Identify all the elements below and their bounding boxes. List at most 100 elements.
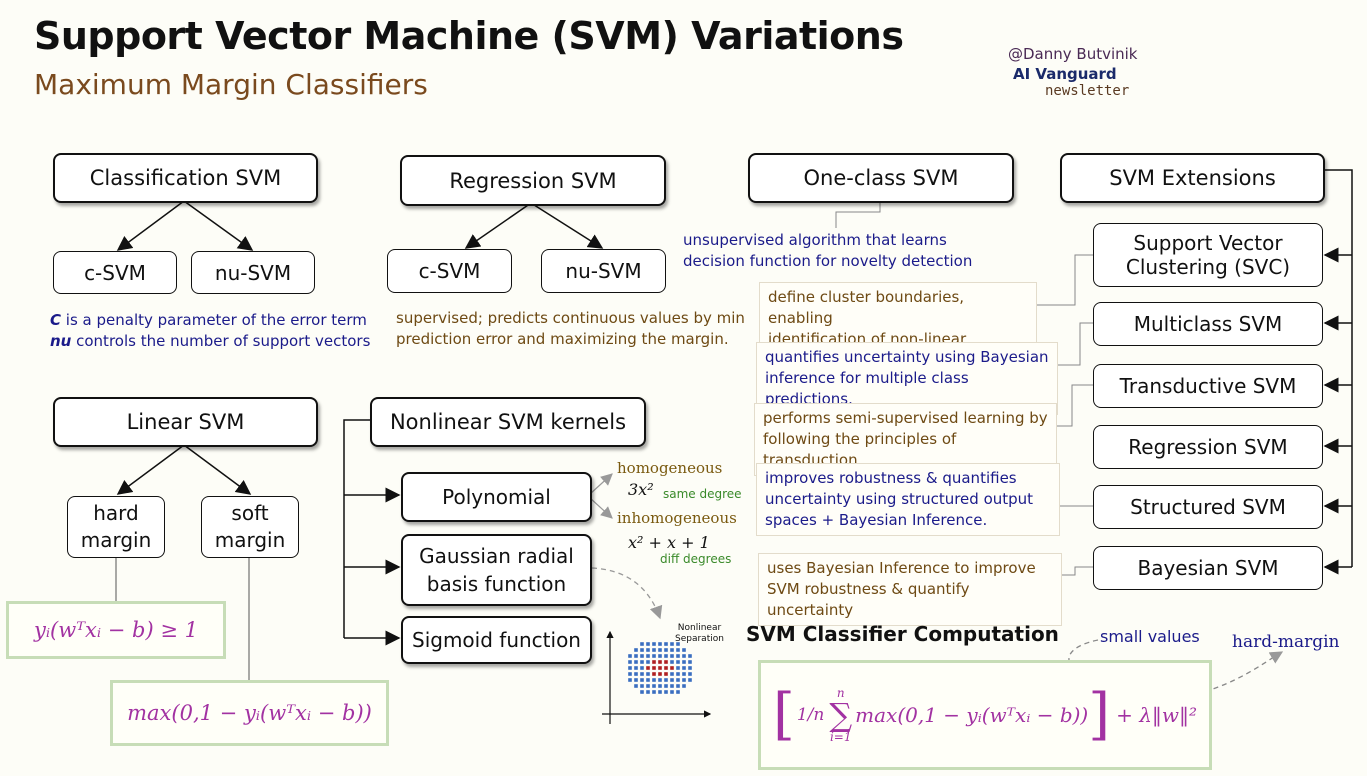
extensions-bracket [1323,169,1353,567]
oneclass-note-line2: decision function for novelty detection [683,252,973,270]
plot-point-outer [640,654,644,658]
plot-point-outer [670,690,674,694]
plot-point-outer [652,642,656,646]
plot-point-outer [634,684,638,688]
ext-svc-desc-line1: define cluster boundaries, enabling [768,288,965,327]
ext-structured-desc-line3: spaces + Bayesian Inference. [765,511,988,529]
ext-regression-box: Regression SVM [1093,425,1323,469]
plot-point-inner [652,660,656,664]
arrow-classification-nusvm [183,200,254,251]
nonlinear-separation-line1: Nonlinear [677,623,722,633]
plot-point-outer [646,690,650,694]
soft-margin-line2: margin [214,528,286,552]
plot-point-inner [658,660,662,664]
plot-point-outer [640,642,644,646]
classification-svm-box: Classification SVM [53,153,318,203]
ext-svc-label-line2: Clustering (SVC) [1125,255,1291,279]
ext-svc-box: Support Vector Clustering (SVC) [1093,223,1323,287]
ext-structured-box: Structured SVM [1093,485,1323,529]
plot-point-inner [670,666,674,670]
classification-nusvm-box: nu-SVM [191,251,315,294]
plot-point-outer [658,642,662,646]
plot-point-inner [664,672,668,676]
fraction-text: 1/n [796,705,825,725]
plot-point-outer [640,648,644,652]
classification-svm-label: Classification SVM [89,166,282,190]
regression-nusvm-label: nu-SVM [565,259,642,283]
inhomogeneous-formula: x² + x + 1 [628,533,710,552]
plot-point-outer [646,678,650,682]
oneclass-svm-box: One-class SVM [748,153,1014,203]
plot-point-outer [652,654,656,658]
regression-csvm-box: c-SVM [387,249,512,293]
arrow-gaussian-plot [591,567,663,620]
plot-point-outer [682,672,686,676]
hard-margin-label: hard-margin [1232,632,1340,652]
hard-margin-box: hard margin [67,496,165,558]
plot-point-outer [640,690,644,694]
plot-point-outer [634,678,638,682]
brand-subtitle: newsletter [1045,83,1130,99]
plot-point-outer [670,648,674,652]
plot-point-outer [688,672,692,676]
gaussian-rbf-line2: basis function [426,572,567,596]
hard-margin-line1: hard [93,501,139,525]
page-title: Support Vector Machine (SVM) Variations [34,14,904,58]
classification-note: C is a penalty parameter of the error te… [50,310,370,352]
plot-point-outer [658,678,662,682]
gaussian-rbf-line1: Gaussian radial [419,544,574,568]
regression-csvm-label: c-SVM [418,259,481,283]
fraction: 1/n [797,705,825,725]
max-term: max(0,1 − yᵢ(wᵀxᵢ − b)) [855,703,1089,727]
plot-point-outer [682,648,686,652]
computation-formula: [ 1/n n ∑ i=1 max(0,1 − yᵢ(wᵀxᵢ − b)) ] … [758,660,1212,770]
ext-multiclass-desc: quantifies uncertainty using Bayesian in… [756,342,1058,415]
regression-svm-label: Regression SVM [449,168,617,193]
nonlinear-kernels-label: Nonlinear SVM kernels [389,410,627,434]
plot-point-outer [688,666,692,670]
plot-point-outer [682,678,686,682]
plot-point-inner [664,660,668,664]
arrow-regression-nusvm [530,202,604,249]
plot-point-outer [682,654,686,658]
plot-point-outer [676,678,680,682]
homogeneous-label: homogeneous [617,459,723,477]
plot-point-outer [646,660,650,664]
hard-margin-line2: margin [80,528,152,552]
plot-point-outer [652,648,656,652]
plot-point-inner [652,672,656,676]
plot-point-outer [664,690,668,694]
summation: n ∑ i=1 [829,686,852,744]
line-oneclass-note [835,202,881,228]
arrow-regression-csvm [464,202,532,249]
plot-point-outer [670,678,674,682]
plot-point-outer [682,666,686,670]
plot-point-outer [670,672,674,676]
plot-point-outer [652,684,656,688]
plot-point-outer [670,684,674,688]
line-desc-multiclass [1056,322,1093,366]
svm-extensions-box: SVM Extensions [1060,153,1325,203]
plot-point-outer [646,642,650,646]
line-desc-transductive [1055,384,1093,427]
ext-svc-label-line1: Support Vector [1133,231,1283,255]
soft-margin-box: soft margin [201,496,299,558]
sigmoid-label: Sigmoid function [412,628,581,652]
ext-multiclass-label: Multiclass SVM [1133,312,1283,336]
plot-point-outer [658,684,662,688]
brand-name: AI Vanguard [1013,65,1117,83]
line-desc-bayesian [1060,566,1093,576]
arrow-linear-hard [116,444,185,495]
arrow-classification-csvm [116,200,185,251]
plot-point-outer [676,672,680,676]
ext-regression-label: Regression SVM [1128,435,1288,459]
polynomial-label: Polynomial [442,485,551,509]
plot-point-outer [688,678,692,682]
plot-point-outer [646,654,650,658]
inhomogeneous-label: inhomogeneous [617,509,737,527]
author-credit[interactable]: @Danny Butvinik [1008,45,1138,63]
computation-title: SVM Classifier Computation [746,622,1059,646]
plot-point-outer [676,684,680,688]
svm-extensions-label: SVM Extensions [1109,166,1276,190]
